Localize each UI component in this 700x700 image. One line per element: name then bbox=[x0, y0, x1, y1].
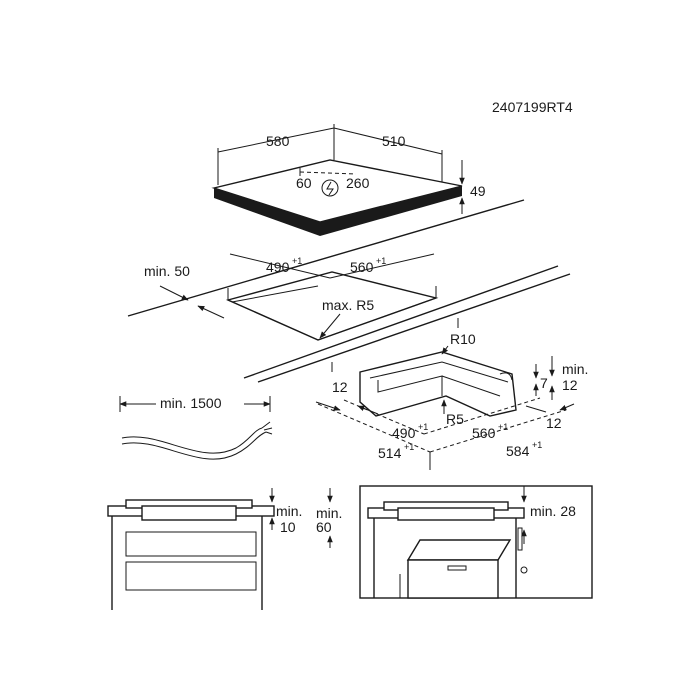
corner-min-label: min. bbox=[562, 361, 588, 377]
corner-min-value: 12 bbox=[562, 377, 578, 393]
corner-thickness-label: 7 bbox=[540, 375, 548, 391]
corner-inner-depth-tol: +1 bbox=[498, 422, 508, 432]
corner-inner-width-label: 490 bbox=[392, 425, 416, 441]
worktop-cutout-drawing: 490 +1 560 +1 min. 50 max. R5 bbox=[127, 199, 571, 383]
drawer-clearance-label: min. bbox=[316, 505, 342, 521]
corner-inner-width-tol: +1 bbox=[418, 422, 428, 432]
hob-glass-top bbox=[211, 159, 463, 223]
min-edge-label: min. 50 bbox=[144, 263, 190, 279]
corner-outer-width-label: 514 bbox=[378, 445, 402, 461]
drawer-cabinet-drawing: min. 10 min. 60 bbox=[107, 488, 342, 610]
corner-inner-depth-label: 560 bbox=[472, 425, 496, 441]
hob-depth-label: 510 bbox=[382, 133, 406, 149]
drawer-clearance-value: 60 bbox=[316, 519, 332, 535]
corner-left-edge-label: 12 bbox=[332, 379, 348, 395]
cutout-depth-tol: +1 bbox=[376, 256, 386, 266]
corner-inner-radius-label: R5 bbox=[446, 411, 464, 427]
corner-right-edge-label: 12 bbox=[546, 415, 562, 431]
document-code: 2407199RT4 bbox=[492, 99, 573, 115]
corner-outer-depth-label: 584 bbox=[506, 443, 530, 459]
drawer-gap-value: 10 bbox=[280, 519, 296, 535]
hob-width-label: 580 bbox=[266, 133, 290, 149]
hob-depth-dim-line bbox=[333, 127, 443, 155]
drawer-front-2 bbox=[125, 561, 257, 591]
hob-height-label: 49 bbox=[470, 183, 486, 199]
oven-hob-body bbox=[397, 507, 495, 521]
drawer-gap-label: min. bbox=[276, 503, 302, 519]
oven-top bbox=[406, 539, 512, 561]
cutout-width-tol: +1 bbox=[292, 256, 302, 266]
oven-clearance-label: min. 28 bbox=[530, 503, 576, 519]
drawer-hob-body bbox=[141, 505, 237, 521]
cable-length-label: min. 1500 bbox=[160, 395, 222, 411]
cutout-depth-label: 560 bbox=[350, 259, 374, 275]
hob-side-edge bbox=[320, 186, 462, 236]
cutout-radius-label: max. R5 bbox=[322, 297, 374, 313]
cable-entry-right-label: 260 bbox=[346, 175, 370, 191]
cable-entry-left-label: 60 bbox=[296, 175, 312, 191]
worktop-back-edge bbox=[127, 199, 525, 317]
hob-width-dim-line bbox=[217, 127, 335, 153]
drawer-front-1 bbox=[125, 531, 257, 557]
hob-drawing: 580 510 60 260 49 bbox=[211, 124, 486, 236]
corner-outer-radius-label: R10 bbox=[450, 331, 476, 347]
corner-cutout-drawing: R10 R5 12 min. 7 12 12 490 +1 560 +1 514… bbox=[315, 318, 588, 470]
power-cable-drawing: min. 1500 bbox=[119, 395, 273, 460]
power-symbol-icon bbox=[321, 179, 339, 197]
cutout-width-label: 490 bbox=[266, 259, 290, 275]
corner-outer-depth-tol: +1 bbox=[532, 440, 542, 450]
worktop-front-edge bbox=[243, 265, 559, 379]
hob-front-edge bbox=[214, 188, 320, 236]
corner-outer-width-tol: +1 bbox=[404, 442, 414, 452]
corner-worktop bbox=[359, 351, 517, 417]
oven-cabinet-drawing: min. 28 bbox=[359, 485, 593, 599]
